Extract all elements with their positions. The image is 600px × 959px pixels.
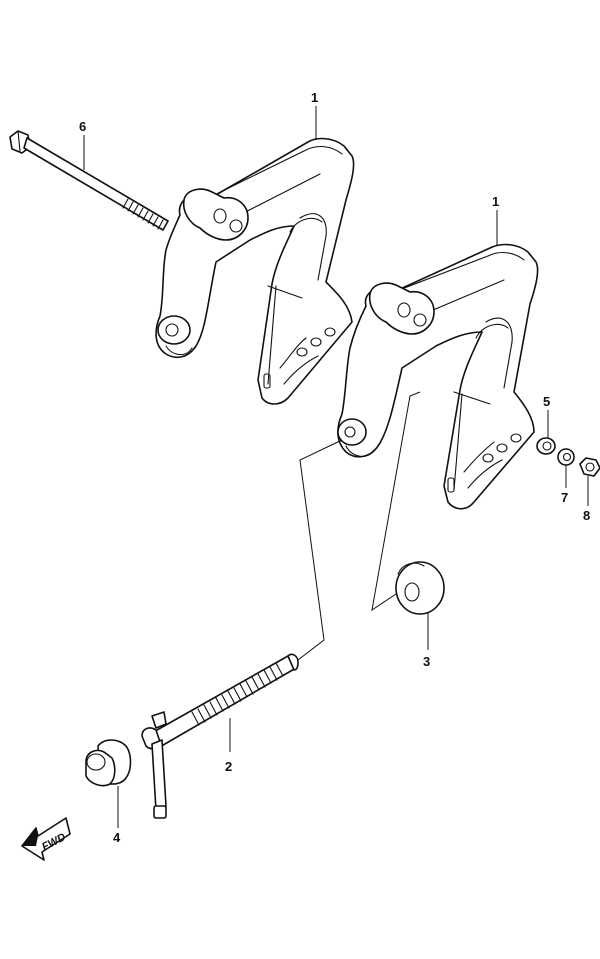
callout-8: 8: [583, 508, 590, 523]
washer-part-5: [536, 437, 556, 455]
callout-1-lower: 1: [492, 194, 499, 209]
cap-part-4: [85, 739, 132, 787]
forward-direction-arrow: FWD: [21, 817, 71, 861]
callout-4: 4: [113, 830, 121, 845]
assembly-link-lines: [297, 391, 421, 661]
callout-5: 5: [543, 394, 550, 409]
bolt-part-6: [9, 130, 169, 231]
callout-3: 3: [423, 654, 430, 669]
callout-6: 6: [79, 119, 86, 134]
callout-1-upper: 1: [311, 90, 318, 105]
leader-lines: [83, 106, 589, 828]
clamp-screw-part-2: [141, 653, 299, 819]
clamp-bracket-part-1-upper: [155, 137, 355, 405]
callout-2: 2: [225, 759, 232, 774]
callout-7: 7: [561, 490, 568, 505]
callout-labels: 1 1 6 5 7 8 3 2 4: [79, 90, 590, 845]
clamp-bracket-part-1-lower: [337, 243, 539, 510]
pad-part-3: [395, 561, 445, 615]
nut-part-8: [579, 457, 600, 477]
lock-washer-part-7: [557, 448, 575, 466]
